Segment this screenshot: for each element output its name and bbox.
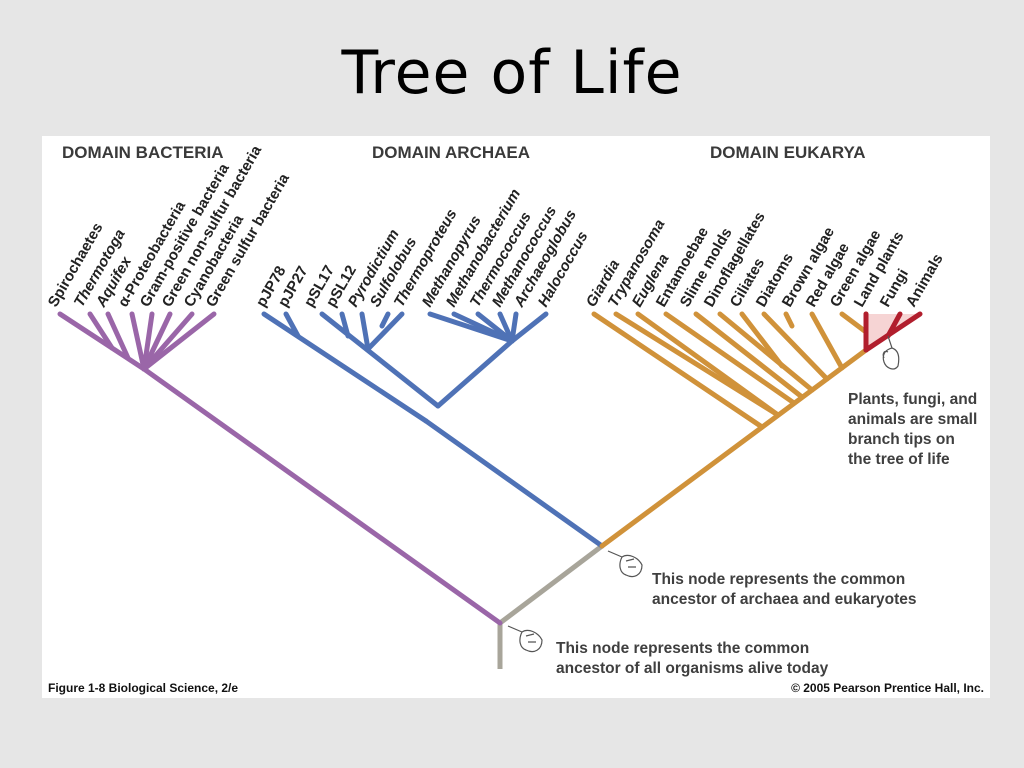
root-branches — [497, 544, 604, 669]
branch-green-non-sulfur — [141, 311, 173, 372]
branch-pjp78 — [261, 311, 429, 424]
figure-caption: Figure 1-8 Biological Science, 2/e — [48, 681, 238, 695]
note-line: Plants, fungi, and — [848, 391, 977, 408]
branch-archaeoglobus — [509, 311, 519, 344]
branch-green-algae — [839, 311, 869, 335]
tree-of-life-figure: DOMAIN BACTERIA DOMAIN ARCHAEA DOMAIN EU… — [42, 136, 990, 698]
bacteria-branches — [57, 311, 503, 626]
archaea-main-branch — [423, 418, 605, 549]
pointing-hand-icon — [882, 335, 900, 370]
branch-sulfolobus — [379, 311, 391, 329]
archaea-eukarya-stem — [498, 544, 604, 625]
note-line: the tree of life — [848, 451, 950, 468]
branch-thermococcus — [475, 311, 515, 344]
eukarya-main-branch — [599, 347, 869, 549]
branch-euglena — [635, 311, 781, 418]
root-node-note: This node represents the common ancestor… — [556, 640, 829, 677]
branch-green-sulfur — [141, 311, 217, 372]
note-line: This node represents the common — [556, 640, 809, 657]
branch-methanococcus — [497, 311, 515, 344]
branch-gram-positive — [141, 311, 155, 372]
branch-thermotoga — [87, 311, 115, 351]
branch-diatoms — [761, 311, 830, 382]
slide-title: Tree of Life — [341, 38, 683, 108]
archaea-branches — [261, 311, 605, 549]
archaea-eukarya-node-note: This node represents the common ancestor… — [652, 571, 916, 608]
note-line: branch tips on — [848, 431, 955, 448]
note-line: This node represents the common — [652, 571, 905, 588]
note-line: ancestor of all organisms alive today — [556, 660, 829, 677]
branch-fungi — [885, 311, 903, 339]
taxon-label-eukarya: Animals — [903, 251, 947, 310]
pointing-hand-icon — [507, 625, 543, 653]
highlight-crown — [863, 311, 923, 353]
copyright: © 2005 Pearson Prentice Hall, Inc. — [791, 681, 984, 695]
domain-eukarya-label: DOMAIN EUKARYA — [710, 143, 866, 162]
plants-fungi-animals-note: Plants, fungi, and animals are small bra… — [848, 391, 977, 468]
branch-proteobacteria — [129, 311, 147, 372]
branch-pyrodictium — [359, 311, 371, 352]
branch-ciliates — [739, 311, 785, 369]
branch-halococcus — [509, 311, 549, 344]
taxa-labels: SpirochaetesThermotogaAquifexα-Proteobac… — [45, 142, 947, 311]
bacteria-main-branch — [141, 366, 503, 626]
domain-bacteria-label: DOMAIN BACTERIA — [62, 143, 224, 162]
branch-red-algae — [809, 311, 845, 371]
note-line: animals are small — [848, 411, 977, 428]
note-line: ancestor of archaea and eukaryotes — [652, 591, 916, 608]
branch-entamoebae — [663, 311, 797, 406]
branch-psl12 — [339, 311, 351, 339]
eukarya-branches — [591, 311, 869, 549]
archaea-sub-branch — [435, 338, 515, 409]
branch-slime-molds — [693, 311, 805, 400]
branch-pjp27 — [283, 311, 301, 339]
branch-brown-algae — [783, 311, 795, 329]
branch-spirochaetes — [57, 311, 147, 372]
branch-psl17 — [319, 311, 441, 409]
branch-aquifex — [105, 311, 131, 361]
domain-archaea-label: DOMAIN ARCHAEA — [372, 143, 530, 162]
branch-dinoflagellates — [717, 311, 815, 393]
pointing-hand-icon — [607, 550, 643, 578]
branch-thermoproteus — [365, 311, 405, 352]
branch-giardia — [591, 311, 765, 430]
phylogenetic-tree: DOMAIN BACTERIA DOMAIN ARCHAEA DOMAIN EU… — [45, 142, 984, 695]
